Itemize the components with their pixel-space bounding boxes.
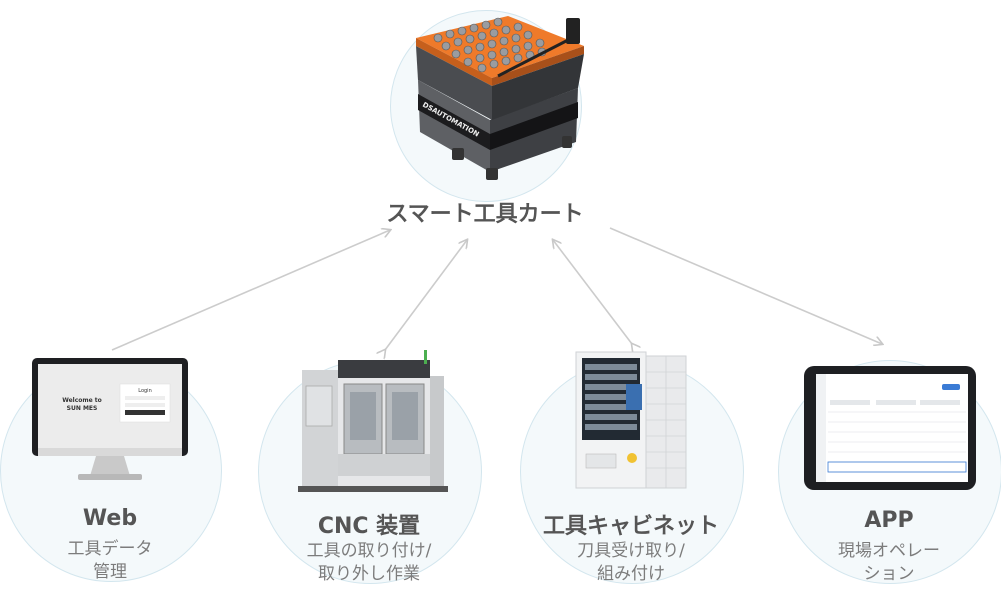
- app-subtitle-2: ション: [863, 564, 915, 584]
- web-welcome-line2: SUN MES: [67, 405, 98, 412]
- web-title: Web: [82, 506, 138, 531]
- cabinet-subtitle-1: 刀具受け取り/: [577, 541, 685, 561]
- tool-cabinet-illustration: [575, 351, 687, 489]
- cnc-title: CNC 装置: [317, 514, 421, 539]
- cabinet-subtitle-2: 組み付け: [597, 564, 665, 584]
- arrow-cabinet-center: [553, 240, 632, 344]
- web-welcome-line1: Welcome to: [62, 397, 102, 404]
- cnc-subtitle-1: 工具の取り付け/: [306, 541, 432, 561]
- tool-cart-illustration: DSAUTOMATION: [416, 16, 584, 180]
- arrow-center-to-app: [609, 227, 882, 344]
- arrow-web-to-center: [111, 230, 390, 351]
- web-subtitle-2: 管理: [93, 562, 127, 582]
- cnc-machine-illustration: [298, 350, 448, 492]
- center-title: スマート工具カート: [386, 202, 584, 227]
- cabinet-title: 工具キャビネット: [542, 514, 719, 539]
- tablet-illustration: [804, 366, 976, 490]
- app-subtitle-1: 現場オペレー: [838, 541, 940, 561]
- monitor-illustration: Welcome to SUN MES Login: [32, 358, 188, 480]
- arrow-cnc-center: [385, 240, 467, 350]
- cnc-subtitle-2: 取り外し作業: [318, 564, 420, 584]
- web-login-title: Login: [138, 388, 152, 394]
- web-subtitle-1: 工具データ: [67, 539, 153, 559]
- app-title: APP: [864, 508, 914, 533]
